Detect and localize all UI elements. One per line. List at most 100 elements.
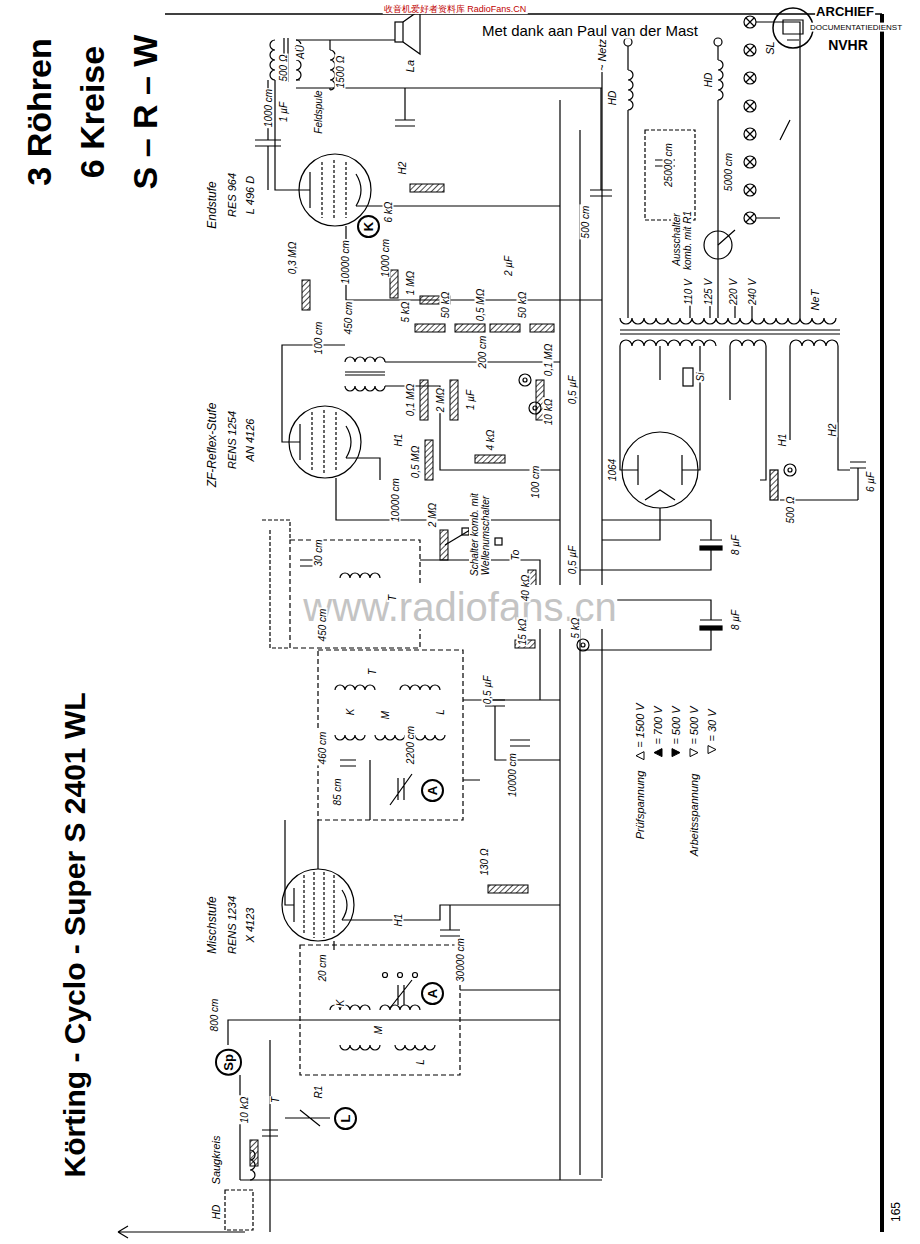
label-text: 6 kΩ <box>383 201 394 224</box>
label-text: 2 µF <box>503 255 514 277</box>
component-label: 收音机爱好者资料库 RadioFans.CN <box>383 5 528 15</box>
label-text: 500 cm <box>580 205 591 240</box>
component-label: 5 kΩ <box>570 617 581 640</box>
component-label: RENS 1234 <box>226 895 238 955</box>
component-label: H1 <box>393 913 404 928</box>
label-text: H2 <box>827 423 838 438</box>
label-text: Arbeitsspannung <box>688 773 700 858</box>
component-label: La <box>404 59 416 73</box>
label-text: 1000 cm <box>263 88 274 128</box>
label-text: Ausschalter komb. mit R1 <box>671 210 693 270</box>
label-text: 6 Kreise <box>73 45 111 179</box>
label-text: T <box>270 1096 281 1104</box>
label-text: NVHR <box>827 37 869 53</box>
label-text: 1 µF <box>465 389 476 411</box>
label-text: 110 V <box>683 278 694 305</box>
component-label: H1 <box>393 433 404 448</box>
component-label: 460 cm <box>317 731 328 766</box>
component-label: 200 cm <box>477 335 488 370</box>
label-text: Met dank aan Paul van der Mast <box>481 22 699 39</box>
label-text: 200 cm <box>477 335 488 370</box>
component-label: 50 kΩ <box>440 291 451 320</box>
label-text: 100 cm <box>530 465 541 500</box>
label-text: AN 4126 <box>244 418 256 463</box>
component-label: NeT <box>809 289 821 312</box>
label-text: 2 MΩ <box>427 502 438 528</box>
label-text: 25000 cm <box>663 142 674 188</box>
component-label: 2 MΩ <box>427 502 438 528</box>
component-label: 1 MΩ <box>405 270 416 296</box>
component-label: 800 cm <box>209 998 220 1033</box>
label-text: 10000 cm <box>390 477 401 523</box>
label-text: 0,5 µF <box>482 675 493 706</box>
label-text: 2200 cm <box>405 725 416 765</box>
component-label: 6 Kreise <box>74 45 111 179</box>
label-text: 10 kΩ <box>543 398 554 427</box>
label-text: M <box>380 710 391 720</box>
label-text: RENS 1234 <box>226 895 238 955</box>
label-text: L 496 D <box>244 175 256 215</box>
callout-circle: A <box>421 779 444 802</box>
callout-letter: L <box>339 1114 352 1122</box>
label-text: Feldspule <box>313 89 324 134</box>
label-text: 0,3 MΩ <box>287 241 298 276</box>
label-text: 165 <box>889 1201 903 1223</box>
component-label: 10000 cm <box>390 477 401 523</box>
component-label: T <box>387 594 398 602</box>
component-label: 125 V <box>703 278 714 306</box>
component-label: 500 Ω <box>278 53 289 82</box>
component-label: AN 4126 <box>244 418 256 463</box>
label-text: 50 kΩ <box>440 291 451 320</box>
label-text: 0,1 MΩ <box>543 343 554 378</box>
label-text: 10 kΩ <box>239 1096 250 1125</box>
label-text: 5000 cm <box>723 152 734 192</box>
component-label: 25000 cm <box>663 142 674 188</box>
label-text: To <box>510 549 521 562</box>
label-text: 5 kΩ <box>400 301 411 324</box>
component-label: K <box>345 708 356 717</box>
label-text: 收音机爱好者资料库 RadioFans.CN <box>383 4 528 14</box>
component-label: L <box>415 1058 426 1066</box>
legend-item: = 1500 V <box>634 703 646 760</box>
label-text: 8 µF <box>730 609 741 631</box>
component-label: 0,5 µF <box>482 675 493 706</box>
component-label: DOCUMENTATIEDIENST <box>809 24 903 33</box>
label-text: 800 cm <box>209 998 220 1033</box>
component-label: 1000 cm <box>263 88 274 128</box>
component-label: L 496 D <box>244 175 256 215</box>
label-text: 500 Ω <box>785 495 796 524</box>
component-label: 30000 cm <box>455 937 466 983</box>
component-label: 5000 cm <box>723 152 734 192</box>
component-label: 100 cm <box>530 465 541 500</box>
component-label: 10000 cm <box>340 239 351 285</box>
label-text: 50 kΩ <box>517 291 528 320</box>
label-text: 0,5 MΩ <box>410 445 421 480</box>
component-label: Schalter komb. mit Wellenumschalter <box>469 488 491 583</box>
component-label: Endstufe <box>206 180 219 229</box>
component-label: 0,3 MΩ <box>287 241 298 276</box>
label-text: 85 cm <box>332 777 343 806</box>
component-label: 1064 <box>607 458 618 482</box>
label-text: 3 Röhren <box>20 37 58 186</box>
component-label: H2 <box>397 161 408 176</box>
label-text: 10000 cm <box>340 239 351 285</box>
component-label: SL <box>764 40 776 55</box>
label-text: 30000 cm <box>455 937 466 983</box>
component-label: K <box>335 999 346 1008</box>
component-label: RES 964 <box>226 172 238 218</box>
label-text: 100 cm <box>313 321 324 356</box>
label-text: Mischstufe <box>205 895 219 954</box>
voltage-symbol <box>653 748 663 758</box>
label-text: S – R – W <box>126 34 164 191</box>
legend-text: = 500 V <box>688 706 700 744</box>
label-text: 0,1 MΩ <box>405 383 416 418</box>
component-label: 450 cm <box>343 301 354 336</box>
component-label: ARCHIEF <box>815 5 875 19</box>
callout-letter: K <box>362 221 375 230</box>
label-text: K <box>345 708 356 717</box>
schematic-title: Körting - Cyclo - Super S 2401 WL <box>58 690 92 1179</box>
component-label: 30 cm <box>313 538 324 567</box>
label-text: DOCUMENTATIEDIENST <box>809 23 903 32</box>
component-label: 165 <box>890 1201 903 1223</box>
component-label: NVHR <box>827 38 869 53</box>
